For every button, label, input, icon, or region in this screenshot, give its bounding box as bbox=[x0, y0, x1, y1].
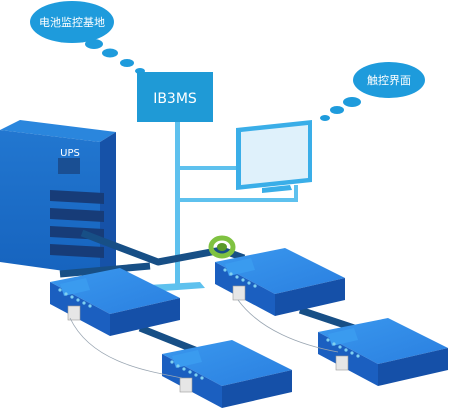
ups-vent bbox=[50, 208, 104, 222]
module-panel bbox=[60, 278, 90, 296]
bubble-body bbox=[30, 1, 114, 43]
bubble-dot bbox=[320, 115, 330, 121]
bubble-dot bbox=[120, 59, 134, 67]
bubble-right-text: 触控界面 bbox=[367, 73, 411, 87]
module-terminals bbox=[326, 338, 360, 358]
module-side bbox=[110, 298, 180, 336]
pole-to-monitor bbox=[178, 166, 238, 170]
module-terminals bbox=[58, 288, 92, 308]
cable-to-left-module bbox=[59, 262, 151, 278]
module-side bbox=[222, 370, 292, 408]
sensor-core bbox=[217, 243, 227, 251]
module-terminals bbox=[223, 268, 257, 288]
module-tag bbox=[179, 377, 193, 393]
bubble-dot bbox=[343, 97, 361, 107]
monitor-stand bbox=[262, 185, 292, 193]
wire-left bbox=[69, 317, 183, 379]
server-box bbox=[137, 72, 213, 122]
bubble-dot bbox=[85, 39, 103, 49]
monitor-screen bbox=[241, 125, 308, 185]
server-label: IB3MS bbox=[153, 91, 197, 107]
battery-module-4[interactable] bbox=[318, 318, 448, 386]
ups-vent bbox=[50, 190, 104, 204]
module-tag bbox=[335, 355, 349, 371]
module-panel bbox=[172, 350, 202, 368]
module-panel bbox=[225, 258, 255, 276]
ib3ms-server[interactable]: IB3MS bbox=[137, 72, 213, 122]
module-tag bbox=[67, 305, 81, 321]
bubble-left-text: 电池监控基地 bbox=[39, 15, 105, 29]
ups-label: UPS bbox=[60, 148, 80, 159]
thought-bubble-left: 电池监控基地 bbox=[30, 1, 145, 74]
thought-bubble-right: 触控界面 bbox=[320, 62, 425, 121]
module-side bbox=[378, 348, 448, 386]
bubble-dot bbox=[102, 48, 118, 58]
ups-vent bbox=[50, 244, 104, 258]
module-tag bbox=[232, 285, 246, 301]
battery-module-2[interactable] bbox=[215, 248, 345, 316]
ups-top bbox=[0, 120, 116, 142]
wire-right bbox=[237, 299, 339, 353]
bubble-dot bbox=[330, 106, 344, 114]
battery-module-3[interactable] bbox=[162, 340, 292, 408]
module-side bbox=[275, 278, 345, 316]
cable-left-down bbox=[138, 324, 202, 356]
current-sensor[interactable] bbox=[208, 235, 236, 259]
touch-monitor[interactable] bbox=[236, 120, 312, 193]
battery-module-1[interactable] bbox=[50, 268, 180, 336]
sensor-ring bbox=[208, 235, 236, 259]
pole-to-right bbox=[178, 198, 298, 202]
ups-cabinet[interactable]: UPS bbox=[0, 120, 116, 276]
module-terminals bbox=[170, 360, 204, 380]
monitor-stand-link bbox=[294, 185, 298, 201]
ups-display bbox=[58, 158, 80, 174]
sensor-wires bbox=[69, 299, 339, 379]
vertical-pole bbox=[175, 120, 180, 288]
bubble-body bbox=[353, 62, 425, 98]
module-panel bbox=[328, 328, 358, 346]
